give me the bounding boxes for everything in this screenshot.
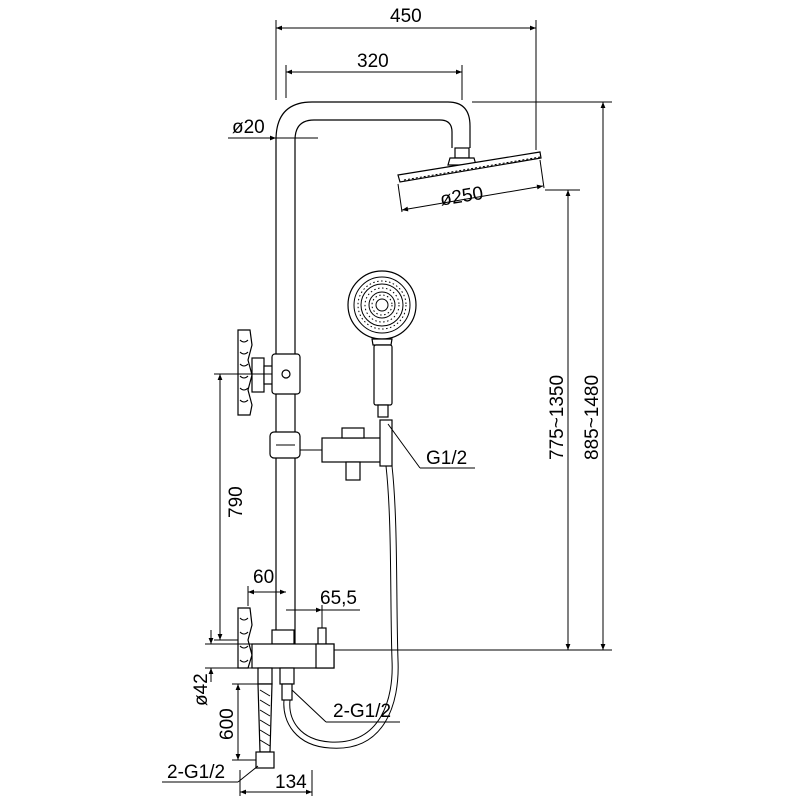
dim-d42-label: ø42 (191, 673, 212, 706)
label-2-g12-right-text: 2-G1/2 (333, 701, 391, 722)
hand-shower (347, 270, 417, 418)
dim-134-label: 134 (275, 772, 307, 793)
inlet-pipes (255, 683, 293, 769)
dim-134: 134 (239, 770, 313, 796)
dim-775-1350: 775~1350 (545, 189, 580, 650)
rain-shower-head (397, 147, 542, 183)
dim-450: 450 (275, 6, 537, 150)
dim-885-1480-label: 885~1480 (582, 375, 603, 460)
dim-600: 600 (217, 683, 258, 761)
dim-600-label: 600 (217, 708, 238, 740)
dim-320-label: 320 (357, 51, 389, 72)
riser-pipe (275, 101, 471, 650)
label-2-g12-left: 2-G1/2 (162, 762, 259, 783)
upper-wall-bracket (237, 329, 301, 416)
label-2-g12-left-text: 2-G1/2 (167, 762, 225, 783)
dim-450-label: 450 (390, 6, 422, 27)
dim-60-label: 60 (253, 567, 274, 588)
dim-d250-label: ø250 (439, 183, 485, 211)
dim-60: 60 (247, 567, 286, 606)
dim-885-1480: 885~1480 (472, 101, 612, 650)
label-2-g12-right: 2-G1/2 (291, 689, 400, 723)
slider-and-diverter (269, 419, 393, 481)
label-g12: G1/2 (387, 423, 475, 469)
dim-65-5-label: 65,5 (320, 588, 357, 609)
dim-790: 790 (214, 373, 272, 641)
dim-775-1350-label: 775~1350 (547, 375, 568, 460)
label-g12-text: G1/2 (426, 448, 467, 469)
dim-d42: ø42 (191, 630, 252, 706)
dim-65-5: 65,5 (286, 588, 360, 628)
dim-790-label: 790 (226, 486, 247, 518)
lower-wall-bracket (237, 607, 253, 669)
shower-hose (283, 465, 399, 749)
dim-320: 320 (285, 51, 463, 100)
dim-d20: ø20 (228, 117, 318, 141)
dim-d20-label: ø20 (232, 117, 265, 138)
mixer-body (251, 627, 335, 685)
